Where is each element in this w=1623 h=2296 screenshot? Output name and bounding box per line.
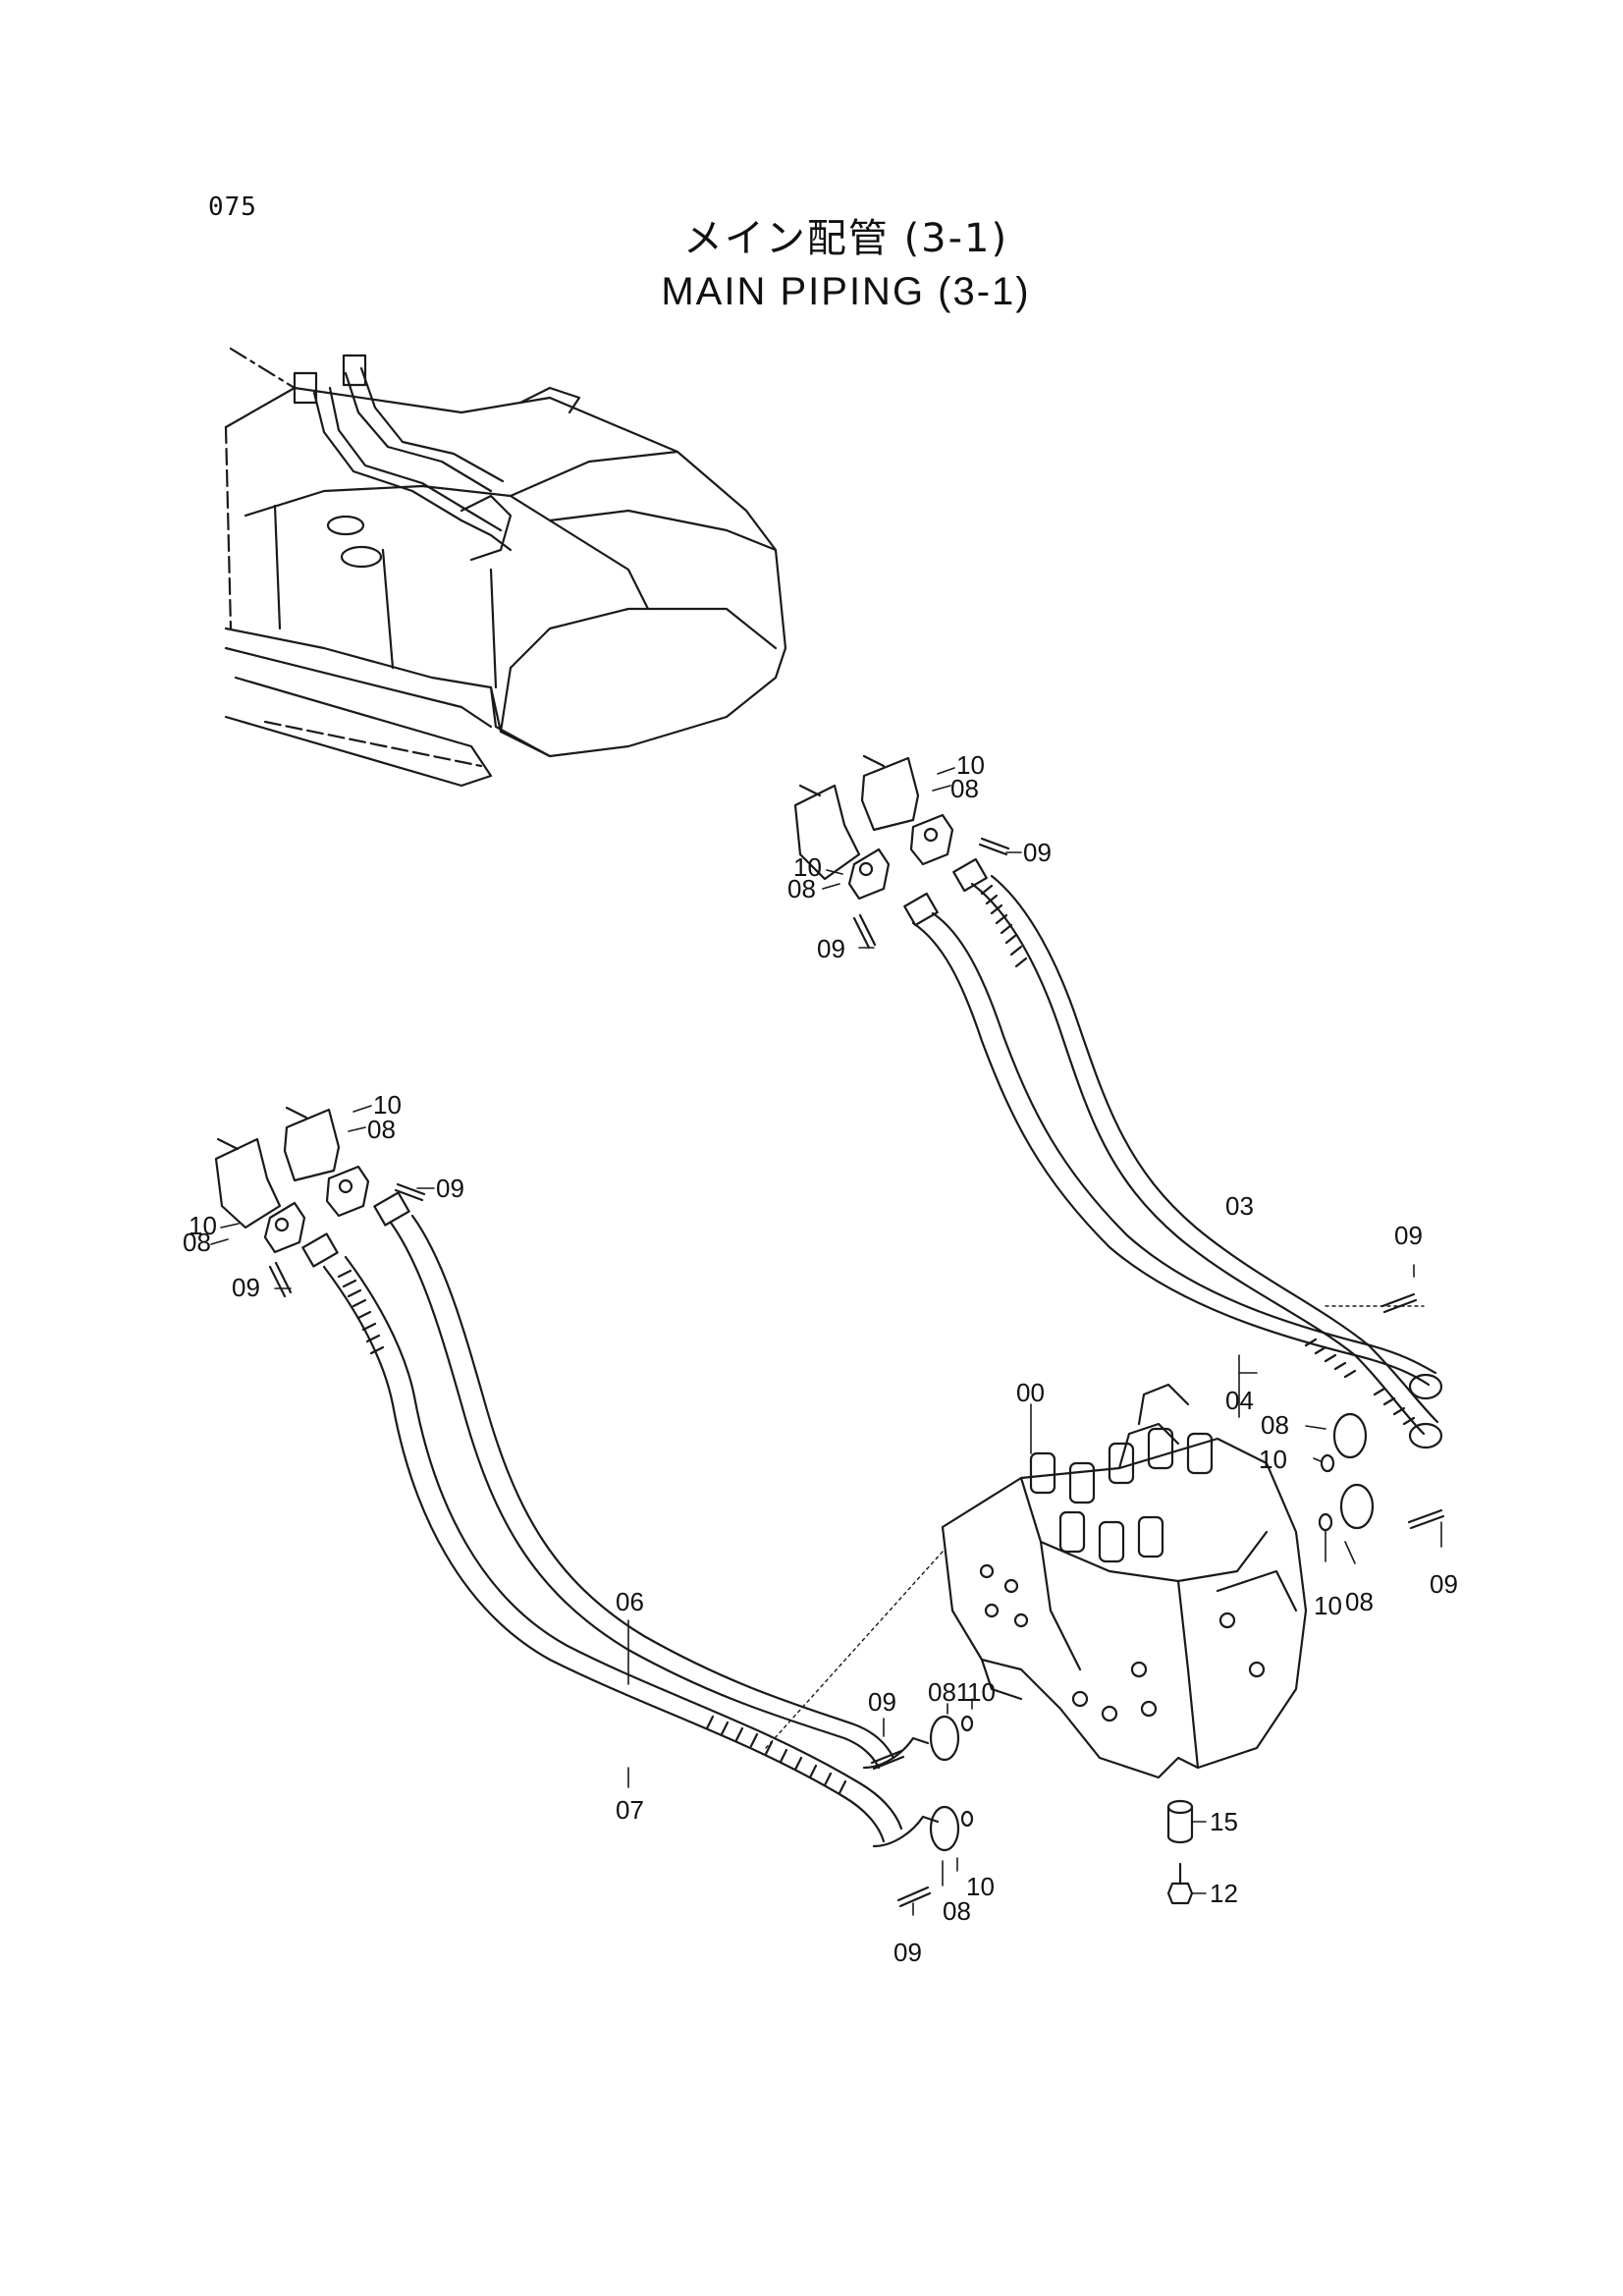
- callout-09: 09: [1023, 838, 1052, 867]
- callout-08: 08: [1261, 1410, 1289, 1440]
- callout-06: 06: [616, 1587, 644, 1616]
- callout-09: 09: [893, 1938, 922, 1967]
- callout-09: 09: [817, 934, 845, 963]
- callout-08: 08: [950, 774, 979, 803]
- callout-07: 07: [616, 1795, 644, 1825]
- callout-081: 081: [928, 1677, 970, 1707]
- callout-04: 04: [1225, 1386, 1254, 1415]
- pipe-group-left: [214, 1106, 974, 1908]
- machine-overview: [224, 347, 787, 788]
- callout-08: 08: [943, 1896, 971, 1926]
- page-number: 075: [208, 192, 257, 222]
- callout-10: 10: [793, 852, 822, 882]
- callout-08: 08: [1345, 1587, 1374, 1616]
- callout-08: 08: [367, 1115, 396, 1144]
- control-valve: [765, 1305, 1425, 1905]
- callout-10: 10: [956, 750, 985, 780]
- callout-10: 10: [966, 1872, 995, 1901]
- callout-00: 00: [1016, 1378, 1045, 1407]
- callout-12: 12: [1210, 1879, 1238, 1908]
- callout-08: 08: [183, 1228, 211, 1257]
- callout-10: 10: [1259, 1445, 1287, 1474]
- callout-09: 09: [232, 1273, 260, 1302]
- callout-09: 09: [1430, 1569, 1458, 1599]
- callout-10: 10: [189, 1211, 217, 1240]
- callout-10: 10: [967, 1677, 996, 1707]
- title-block: メイン配管 (3-1) MAIN PIPING (3-1): [0, 212, 1623, 318]
- callout-15: 15: [1210, 1807, 1238, 1836]
- title-japanese: メイン配管 (3-1): [682, 216, 1009, 261]
- callout-10: 10: [373, 1090, 402, 1120]
- callout-08: 08: [787, 874, 816, 903]
- callout-09: 09: [436, 1174, 464, 1203]
- callout-03: 03: [1225, 1191, 1254, 1221]
- pipe-group-upper: [793, 754, 1445, 1532]
- callout-09: 09: [868, 1687, 896, 1717]
- callout-09: 09: [1394, 1221, 1423, 1250]
- callout-10: 10: [1314, 1591, 1342, 1620]
- title-english: MAIN PIPING (3-1): [661, 270, 1031, 313]
